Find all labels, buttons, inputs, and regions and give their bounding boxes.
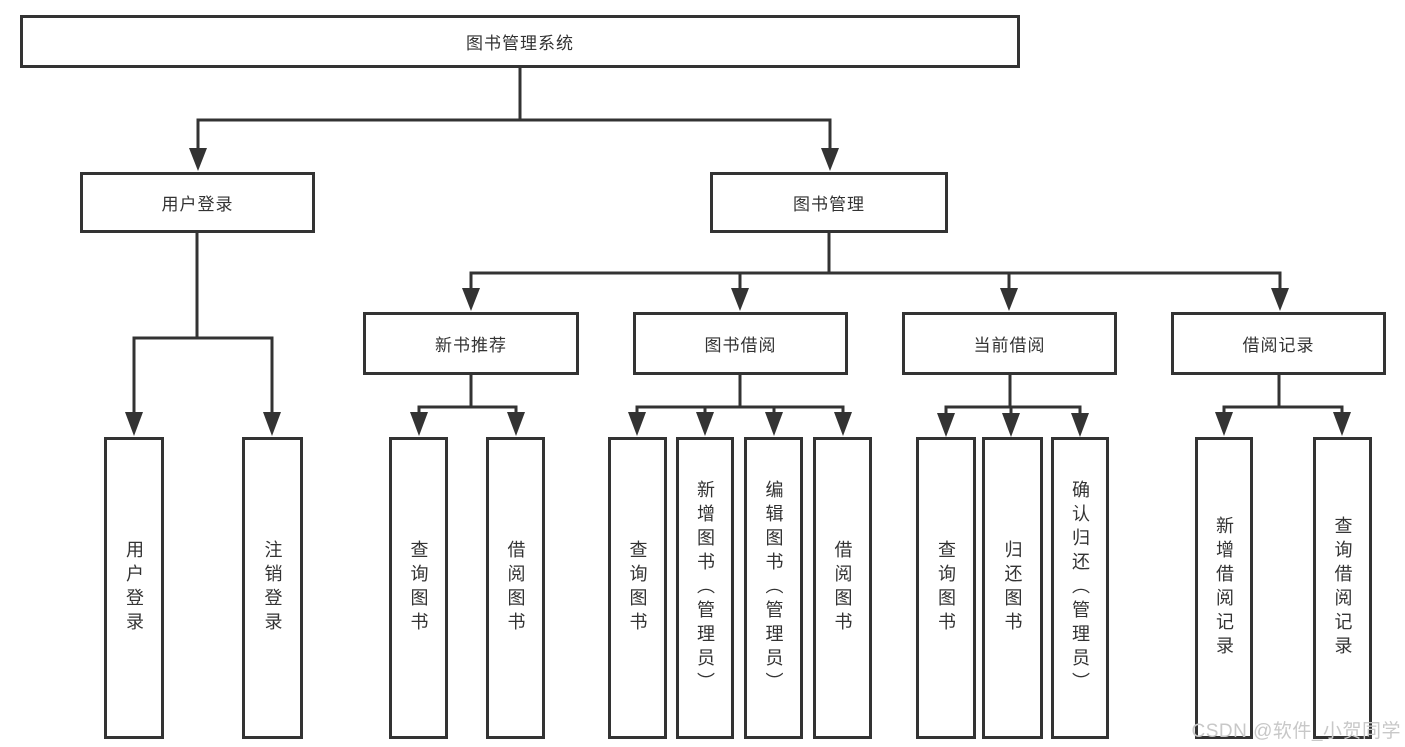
arrowhead-rec-borrow <box>507 412 525 436</box>
leaf-rec-borrow-books-label: 借阅图书 <box>505 540 526 636</box>
leaf-cb-confirm-return-admin: 确认归还（管理员） <box>1051 437 1109 739</box>
leaf-br-query-record-label: 查询借阅记录 <box>1332 516 1353 660</box>
arrowhead-borrow-records <box>1271 288 1289 311</box>
leaf-rec-query-books-label: 查询图书 <box>408 540 429 636</box>
node-root-label: 图书管理系统 <box>466 34 574 53</box>
leaf-logout: 注销登录 <box>242 437 303 739</box>
leaf-bb-edit-books-admin-label: 编辑图书（管理员） <box>763 480 784 696</box>
connector-user-login-to-leaves <box>132 233 274 413</box>
leaf-rec-query-books: 查询图书 <box>389 437 448 739</box>
leaf-cb-return-books-label: 归还图书 <box>1002 540 1023 636</box>
leaf-bb-query-books-label: 查询图书 <box>627 540 648 636</box>
node-borrow-records: 借阅记录 <box>1171 312 1386 375</box>
node-user-login-label: 用户登录 <box>161 195 234 214</box>
node-new-book-recommend: 新书推荐 <box>363 312 579 375</box>
leaf-user-login-label: 用户登录 <box>124 540 144 636</box>
arrowhead-rec-query <box>410 412 428 436</box>
leaf-cb-query-books: 查询图书 <box>916 437 976 739</box>
node-user-login: 用户登录 <box>80 172 315 233</box>
leaf-bb-borrow-books-label: 借阅图书 <box>832 540 853 636</box>
connector-current-borrow-to-leaves <box>944 375 1082 414</box>
csdn-watermark: CSDN @软件_小贺同学 <box>1191 721 1401 742</box>
node-current-borrow: 当前借阅 <box>902 312 1117 375</box>
leaf-logout-label: 注销登录 <box>262 540 283 636</box>
leaf-bb-query-books: 查询图书 <box>608 437 667 739</box>
connector-book-borrow-to-leaves <box>635 375 845 414</box>
arrowhead-user-login <box>189 148 207 171</box>
arrowhead-cb-confirm <box>1071 413 1089 437</box>
node-root: 图书管理系统 <box>20 15 1020 68</box>
arrowhead-new-book-rec <box>462 288 480 311</box>
node-current-borrow-label: 当前借阅 <box>973 336 1046 355</box>
leaf-br-add-record-label: 新增借阅记录 <box>1214 516 1234 660</box>
node-book-borrow: 图书借阅 <box>633 312 848 375</box>
leaf-cb-return-books: 归还图书 <box>982 437 1043 739</box>
arrowhead-br-query <box>1333 412 1351 436</box>
leaf-bb-borrow-books: 借阅图书 <box>813 437 872 739</box>
leaf-rec-borrow-books: 借阅图书 <box>486 437 545 739</box>
leaf-cb-query-books-label: 查询图书 <box>936 540 956 636</box>
arrowhead-br-add <box>1215 412 1233 436</box>
arrowhead-cb-return <box>1002 413 1020 437</box>
connector-new-book-rec-to-leaves <box>417 375 518 414</box>
node-new-book-recommend-label: 新书推荐 <box>435 336 507 355</box>
arrowhead-bb-edit <box>765 412 783 436</box>
leaf-user-login: 用户登录 <box>104 437 164 739</box>
node-book-management-label: 图书管理 <box>793 195 865 214</box>
leaf-br-add-record: 新增借阅记录 <box>1195 437 1253 739</box>
leaf-br-query-record: 查询借阅记录 <box>1313 437 1372 739</box>
leaf-cb-confirm-return-admin-label: 确认归还（管理员） <box>1070 480 1090 696</box>
node-book-management: 图书管理 <box>710 172 948 233</box>
leaf-bb-edit-books-admin: 编辑图书（管理员） <box>744 437 803 739</box>
arrowhead-book-borrow <box>731 288 749 311</box>
connector-book-mgmt-to-level3 <box>469 233 1282 290</box>
leaf-bb-add-books-admin: 新增图书（管理员） <box>676 437 734 739</box>
connector-borrow-records-to-leaves <box>1222 375 1344 414</box>
node-borrow-records-label: 借阅记录 <box>1242 336 1315 355</box>
arrowhead-book-mgmt <box>821 148 839 171</box>
node-book-borrow-label: 图书借阅 <box>704 336 777 355</box>
arrowhead-bb-query <box>628 412 646 436</box>
arrowhead-bb-borrow <box>834 412 852 436</box>
arrowhead-cb-query <box>937 413 955 437</box>
connector-root-to-level2 <box>196 68 832 150</box>
arrowhead-leaf-user-login <box>125 412 143 436</box>
arrowhead-current-borrow <box>1000 288 1018 311</box>
arrowhead-leaf-logout <box>263 412 281 436</box>
arrowhead-bb-add <box>696 412 714 436</box>
leaf-bb-add-books-admin-label: 新增图书（管理员） <box>695 480 715 696</box>
